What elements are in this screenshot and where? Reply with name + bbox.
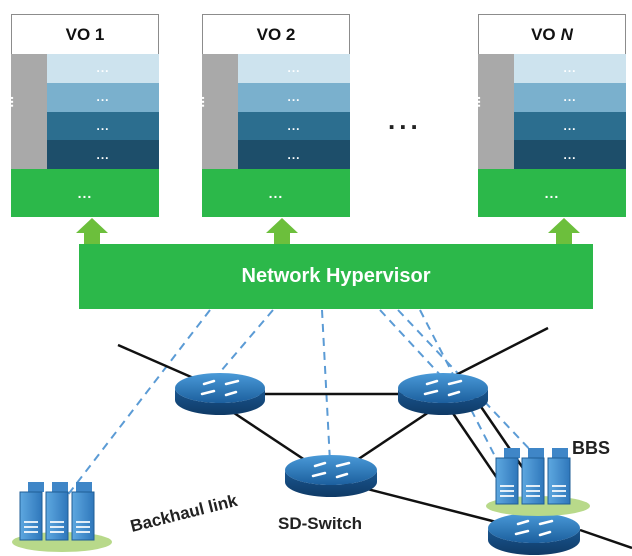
vo-base: ... bbox=[202, 169, 350, 217]
network-hypervisor: Network Hypervisor bbox=[79, 244, 593, 309]
vo-layer: ... bbox=[238, 111, 350, 141]
vo-title-text: VO 2 bbox=[256, 24, 296, 44]
control-link-dashed bbox=[214, 309, 274, 379]
vo-layer: ... bbox=[514, 111, 626, 141]
vo-side-bar: ... bbox=[475, 54, 514, 169]
vo-side-bar: ... bbox=[199, 54, 238, 169]
vo-layer: ... bbox=[238, 54, 350, 83]
router-icon bbox=[488, 513, 580, 555]
up-arrow-icon bbox=[266, 218, 298, 244]
vo-side-bar: ... bbox=[8, 54, 47, 169]
bbs-label: BBS bbox=[572, 438, 611, 458]
vo-title-text: VO 1 bbox=[65, 24, 105, 44]
vo-title: VO 2 bbox=[202, 14, 350, 54]
vo-layer: ... bbox=[514, 140, 626, 169]
vo-stack: ... ... ... ... ... ... bbox=[199, 54, 350, 217]
vo-stack: ... ... ... ... ... ... bbox=[475, 54, 626, 217]
router-icon bbox=[175, 373, 265, 415]
vo-title-text: VO bbox=[531, 24, 556, 44]
vo-side-glyph: ... bbox=[8, 96, 24, 108]
vo-box-2: VO 2 ... ... ... ... ... ... bbox=[199, 14, 350, 217]
up-arrow-icon bbox=[548, 218, 580, 244]
bbs-server-icon bbox=[486, 448, 590, 516]
vo-layer: ... bbox=[47, 140, 159, 169]
vo-stack: ... ... ... ... ... ... bbox=[8, 54, 159, 217]
data-link bbox=[344, 404, 439, 470]
ellipsis-more-vos: ... bbox=[388, 105, 422, 135]
data-link bbox=[449, 326, 549, 380]
vo-layer: ... bbox=[238, 82, 350, 112]
vo-layer: ... bbox=[238, 140, 350, 169]
control-link-dashed bbox=[321, 309, 331, 463]
vo-side-glyph: ... bbox=[475, 96, 491, 108]
vo-layer: ... bbox=[514, 54, 626, 83]
sd-switch-label: SD-Switch bbox=[278, 514, 363, 533]
vo-layer: ... bbox=[514, 82, 626, 112]
vo-layer: ... bbox=[47, 82, 159, 112]
data-link bbox=[579, 528, 632, 550]
server-cluster-icon bbox=[12, 482, 112, 552]
vo-title-italic: N bbox=[560, 24, 573, 44]
vo-base: ... bbox=[478, 169, 626, 217]
vo-base: ... bbox=[11, 169, 159, 217]
vo-title: VO 1 bbox=[11, 14, 159, 54]
vo-side-glyph: ... bbox=[199, 96, 215, 108]
sd-switch-router-icon bbox=[285, 455, 377, 497]
vo-layer: ... bbox=[47, 54, 159, 83]
up-arrow-icon bbox=[76, 218, 108, 244]
vo-layer: ... bbox=[47, 111, 159, 141]
data-link bbox=[117, 343, 199, 382]
vo-box-1: VO 1 ... ... ... ... ... ... bbox=[8, 14, 159, 217]
backhaul-link-label: Backhaul link bbox=[128, 491, 239, 536]
control-link-dashed bbox=[379, 309, 444, 379]
router-icon bbox=[398, 373, 488, 415]
